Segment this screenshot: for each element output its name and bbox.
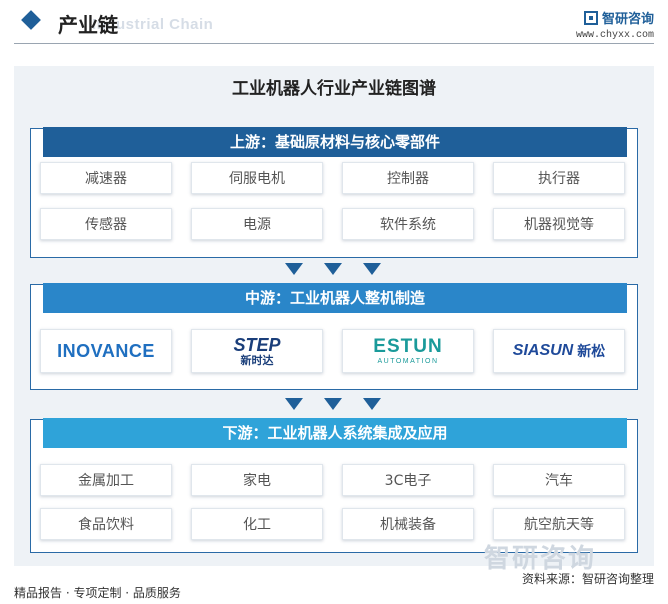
- downstream-item: 汽车: [493, 464, 625, 496]
- down-arrow-icon: [285, 398, 303, 410]
- downstream-item: 家电: [191, 464, 323, 496]
- upstream-item: 伺服电机: [191, 162, 323, 194]
- header: Industrial Chain 产业链 智研咨询 www.chyxx.com: [0, 0, 668, 46]
- upstream-item: 传感器: [40, 208, 172, 240]
- down-arrow-icon: [324, 263, 342, 275]
- watermark: 智研咨询: [484, 544, 597, 574]
- siasun-logo-sub: 新松: [577, 344, 606, 360]
- header-subtitle: Industrial Chain: [92, 16, 214, 33]
- diagram-title: 工业机器人行业产业链图谱: [232, 79, 436, 99]
- downstream-item: 3C电子: [342, 464, 474, 496]
- company-logo-siasun: SIASUN 新松: [493, 329, 625, 373]
- upstream-item: 电源: [191, 208, 323, 240]
- downstream-item: 食品饮料: [40, 508, 172, 540]
- brand-logo-icon: [583, 10, 598, 25]
- midstream-label: 中游：工业机器人整机制造: [43, 283, 627, 313]
- diamond-icon: [21, 10, 41, 30]
- brand-url: www.chyxx.com: [575, 30, 654, 41]
- upstream-item: 软件系统: [342, 208, 474, 240]
- siasun-logo-text: SIASUN: [512, 342, 574, 359]
- header-divider: [14, 43, 654, 44]
- header-title: 产业链: [58, 13, 118, 37]
- company-logo-inovance: INOVANCE: [40, 329, 172, 373]
- estun-logo-sub: AUTOMATION: [377, 357, 439, 365]
- company-logo-step: STEP 新时达: [191, 329, 323, 373]
- source-note: 资料来源：智研咨询整理: [521, 572, 654, 586]
- inovance-logo-text: INOVANCE: [57, 340, 155, 361]
- flow-arrows: [0, 398, 668, 412]
- estun-logo-text: ESTUN: [373, 335, 443, 357]
- upstream-label: 上游：基础原材料与核心零部件: [43, 127, 627, 157]
- upstream-item: 执行器: [493, 162, 625, 194]
- downstream-item: 金属加工: [40, 464, 172, 496]
- footer-tagline: 精品报告 · 专项定制 · 品质服务: [14, 586, 181, 600]
- company-logo-estun: ESTUN AUTOMATION: [342, 329, 474, 373]
- down-arrow-icon: [324, 398, 342, 410]
- down-arrow-icon: [285, 263, 303, 275]
- flow-arrows: [0, 263, 668, 277]
- downstream-item: 航空航天等: [493, 508, 625, 540]
- downstream-item: 机械装备: [342, 508, 474, 540]
- upstream-item: 控制器: [342, 162, 474, 194]
- downstream-item: 化工: [191, 508, 323, 540]
- upstream-item: 减速器: [40, 162, 172, 194]
- downstream-label: 下游：工业机器人系统集成及应用: [43, 418, 627, 448]
- brand: 智研咨询 www.chyxx.com: [576, 8, 654, 41]
- step-logo-sub: 新时达: [240, 353, 274, 367]
- brand-name: 智研咨询: [601, 12, 654, 27]
- upstream-item: 机器视觉等: [493, 208, 625, 240]
- down-arrow-icon: [363, 398, 381, 410]
- down-arrow-icon: [363, 263, 381, 275]
- step-logo-text: STEP: [233, 334, 281, 355]
